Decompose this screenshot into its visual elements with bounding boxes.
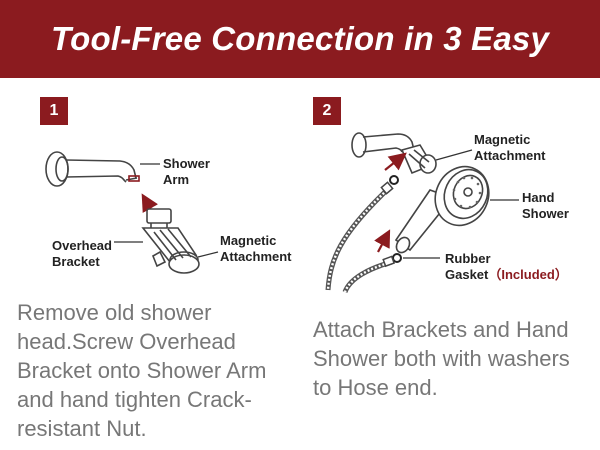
label-overhead-bracket: Overhead Bracket [52,238,112,269]
step-2-badge: 2 [313,97,341,125]
shower-arm-icon [45,151,140,187]
label-magnetic-attachment-2: Magnetic Attachment [474,132,546,163]
overhead-bracket-icon [141,208,200,274]
step2-shower-arm-icon [351,132,437,175]
hose-icon [325,181,396,294]
label-rubber-gasket: Rubber Gasket（Included） [445,251,568,282]
washer-icon [392,253,402,263]
label-magnetic-attachment-1: Magnetic Attachment [220,233,292,264]
label-shower-arm: Shower Arm [163,156,210,187]
nozzle-dots [452,176,482,209]
step-2-description: Attach Brackets and Hand Shower both wit… [313,317,570,400]
label-included: （Included） [488,267,568,282]
header-banner: Tool-Free Connection in 3 Easy Steps！ [0,0,600,135]
banner-title: Tool-Free Connection in 3 Easy Steps！ [50,20,550,135]
hand-shower-icon [394,165,490,254]
step-1-description: Remove old shower head.Screw Overhead Br… [17,300,267,441]
label-hand-shower: Hand Shower [522,190,569,221]
washer-icon [389,175,399,185]
step-1-badge: 1 [40,97,68,125]
